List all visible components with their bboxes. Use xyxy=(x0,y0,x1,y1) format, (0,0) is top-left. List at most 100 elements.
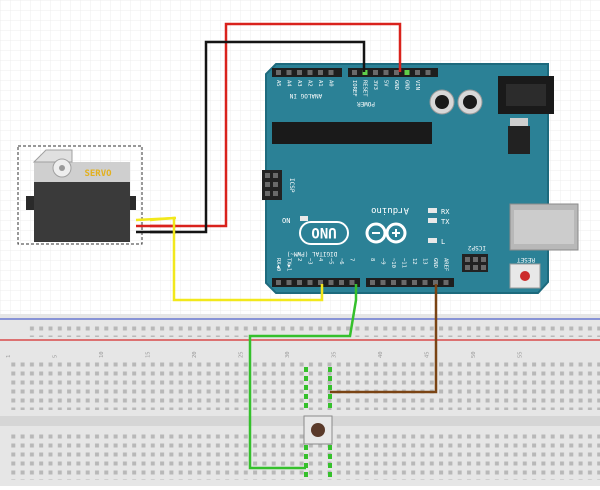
digital-pin-label: GND xyxy=(432,258,438,268)
header-pin-hole[interactable] xyxy=(286,70,292,75)
highlight-hole xyxy=(328,376,332,381)
header-pin-hole[interactable] xyxy=(443,280,449,285)
push-button[interactable] xyxy=(303,415,333,445)
header-pin-hole[interactable] xyxy=(362,70,368,75)
arduino-brand-text: Arduino xyxy=(371,205,409,215)
digital-pin-label: ~5 xyxy=(328,258,334,265)
header-pin-hole[interactable] xyxy=(415,70,420,75)
header-pin-hole[interactable] xyxy=(380,280,386,285)
header-pin-hole[interactable] xyxy=(328,280,334,285)
power-pin-label: IOREF xyxy=(351,80,357,97)
servo-label: SERVO xyxy=(84,169,112,179)
icsp2-pin xyxy=(481,265,486,270)
header-pin-hole[interactable] xyxy=(373,70,378,75)
highlight-hole xyxy=(328,403,332,408)
header-pin-hole[interactable] xyxy=(401,280,407,285)
center-channel xyxy=(0,416,600,426)
servo-top-cap xyxy=(34,162,130,182)
header-pin-hole[interactable] xyxy=(307,70,313,75)
icsp2-pins xyxy=(465,257,486,270)
header-pin-hole[interactable] xyxy=(433,280,438,285)
highlight-hole xyxy=(304,385,308,390)
header-pin-hole[interactable] xyxy=(276,70,281,75)
wire-brown-gnd xyxy=(330,284,438,394)
column-number: 5 xyxy=(53,355,59,358)
highlight-hole xyxy=(304,403,308,408)
column-number: 1 xyxy=(6,355,12,358)
header-pin-hole[interactable] xyxy=(276,280,281,285)
header-pin-hole[interactable] xyxy=(328,70,334,75)
header-pin-hole[interactable] xyxy=(425,70,431,75)
power-pin-label: GND xyxy=(404,80,410,90)
icsp2-pin xyxy=(465,257,470,262)
analog-pin-label: A1 xyxy=(317,80,323,87)
regulator-tab xyxy=(510,118,528,126)
digital-pin-label: 7 xyxy=(349,258,355,261)
analog-pin-label: A2 xyxy=(307,80,313,87)
header-pin-hole[interactable] xyxy=(370,280,375,285)
icsp2-label: ICSP2 xyxy=(468,244,486,251)
digital-header-left xyxy=(272,278,360,287)
column-number: 30 xyxy=(285,351,291,358)
power-jack-inner xyxy=(506,84,546,106)
header-pin-hole[interactable] xyxy=(383,70,389,75)
column-number: 20 xyxy=(192,351,198,358)
tx-led xyxy=(428,218,437,223)
highlight-hole xyxy=(328,394,332,399)
analog-header xyxy=(272,68,342,77)
header-pin-hole[interactable] xyxy=(404,70,410,75)
icsp-pin xyxy=(273,182,278,187)
header-pin-hole[interactable] xyxy=(297,70,302,75)
rail-holes-top xyxy=(28,323,600,337)
push-button-cap[interactable] xyxy=(311,423,325,437)
analog-pin-label: A4 xyxy=(286,80,292,87)
power-pin-label: RESET xyxy=(362,80,368,97)
column-number: 55 xyxy=(518,351,524,358)
header-pin-hole[interactable] xyxy=(318,280,323,285)
header-pin-hole[interactable] xyxy=(412,280,417,285)
power-pin-label: VIN xyxy=(414,80,420,90)
header-pin-hole[interactable] xyxy=(391,280,396,285)
digital-pin-label: ~11 xyxy=(401,258,407,268)
header-pin-hole[interactable] xyxy=(307,280,313,285)
header-pin-hole[interactable] xyxy=(286,280,292,285)
power-pin-label: 5V xyxy=(383,80,389,87)
reset-button-cap[interactable] xyxy=(520,271,530,281)
header-pin-hole[interactable] xyxy=(422,280,428,285)
header-pin-hole[interactable] xyxy=(339,280,344,285)
digital-pin-label: ~9 xyxy=(380,258,386,265)
uno-logo-frame xyxy=(299,221,349,245)
digital-pin-label: ~3 xyxy=(307,258,313,265)
column-number: 25 xyxy=(239,351,245,358)
top-header-pins xyxy=(276,70,431,75)
header-pin-hole[interactable] xyxy=(394,70,399,75)
column-number: 10 xyxy=(99,351,105,358)
highlight-hole xyxy=(328,454,332,459)
digital-pin-label: 4 xyxy=(317,258,323,262)
column-number: 35 xyxy=(332,351,338,358)
wires xyxy=(135,22,438,470)
icsp2-pin xyxy=(465,265,470,270)
icsp-label: ICSP xyxy=(288,178,295,193)
header-pin-hole[interactable] xyxy=(297,280,302,285)
highlight-hole xyxy=(304,376,308,381)
highlight-hole xyxy=(328,472,332,477)
analog-in-label: ANALOG IN xyxy=(289,92,322,99)
icsp-pin xyxy=(265,191,270,196)
icsp2-pin xyxy=(473,265,478,270)
arduino-infinity-icon xyxy=(365,222,407,244)
wire-black-gnd xyxy=(150,40,366,234)
highlight-hole xyxy=(304,463,308,468)
column-number: 40 xyxy=(378,351,384,358)
reset-label: RESET xyxy=(517,256,535,263)
icsp-pins xyxy=(265,173,278,196)
power-pin-label: 3V3 xyxy=(372,80,378,90)
digital-pin-label: ~10 xyxy=(390,258,396,268)
header-pin-hole[interactable] xyxy=(352,70,357,75)
capacitor-2-top xyxy=(463,95,477,109)
header-pin-hole[interactable] xyxy=(349,280,355,285)
header-pin-hole[interactable] xyxy=(318,70,323,75)
l-label: L xyxy=(441,238,445,246)
servo-body xyxy=(34,176,130,242)
